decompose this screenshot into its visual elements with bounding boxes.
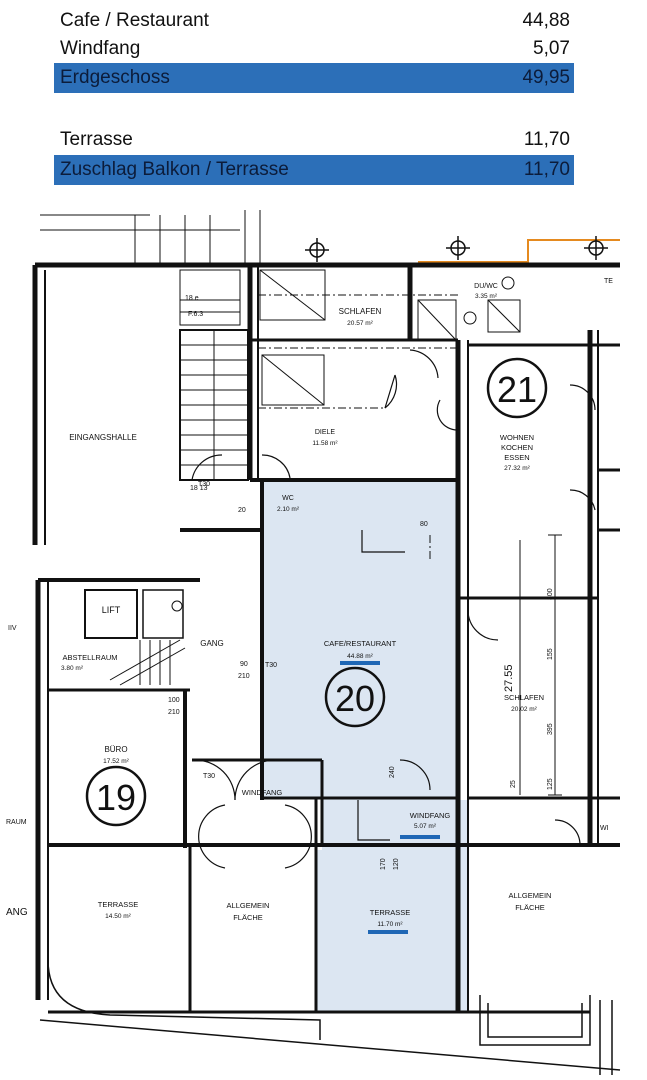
edge-ang: ANG bbox=[6, 907, 28, 918]
room-label-schlafen-top: SCHLAFEN bbox=[339, 307, 382, 316]
dim-25: 25 bbox=[510, 780, 517, 788]
mark-t30: T30 bbox=[265, 662, 277, 669]
room-area-schlafen-right: 20.02 m² bbox=[511, 706, 537, 713]
summary-row-erdgeschoss-total: Erdgeschoss 49,95 bbox=[54, 63, 574, 93]
room-area-wc: 2.10 m² bbox=[277, 506, 300, 513]
label-18: 18 e bbox=[185, 295, 199, 302]
guide-lines bbox=[258, 294, 460, 560]
room-label-lift: LIFT bbox=[102, 605, 121, 615]
room-label-windfang-center: WINDFANG bbox=[410, 811, 451, 820]
dim-20: 20 bbox=[238, 507, 246, 514]
room-area-terrasse-left: 14.50 m² bbox=[105, 913, 131, 920]
light-symbols bbox=[305, 236, 608, 262]
room-label-wohnen-1: WOHNEN bbox=[500, 433, 534, 442]
summary-row-balkon-terrasse-total: Zuschlag Balkon / Terrasse 11,70 bbox=[54, 155, 574, 185]
room-area-wohnen: 27.32 m² bbox=[504, 465, 530, 472]
dim-120: 120 bbox=[393, 858, 400, 870]
edge-wi: WI bbox=[600, 825, 609, 832]
dim-210: 210 bbox=[238, 673, 250, 680]
dim-210b: 210 bbox=[168, 709, 180, 716]
top-structures bbox=[40, 210, 521, 406]
room-area-windfang-center: 5.07 m² bbox=[414, 823, 437, 830]
room-label-terrasse-center: TERRASSE bbox=[370, 908, 410, 917]
staircase-lower bbox=[109, 639, 186, 686]
dim-155: 155 bbox=[547, 648, 554, 660]
room-area-buero: 17.52 m² bbox=[103, 758, 129, 765]
summary-label: Erdgeschoss bbox=[60, 67, 170, 88]
dim-125: 125 bbox=[547, 778, 554, 790]
summary-value: 5,07 bbox=[533, 38, 570, 59]
summary-row-cafe: Cafe / Restaurant 44,88 bbox=[54, 6, 574, 36]
dim-80: 80 bbox=[420, 521, 428, 528]
summary-row-windfang: Windfang 5,07 bbox=[54, 34, 574, 64]
room-label-schlafen-right: SCHLAFEN bbox=[504, 693, 544, 702]
summary-row-terrasse: Terrasse 11,70 bbox=[54, 125, 574, 155]
mark-t30: T30 bbox=[203, 773, 215, 780]
room-area-abstellraum: 3.80 m² bbox=[61, 665, 84, 672]
summary-value: 44,88 bbox=[522, 10, 570, 31]
room-label-diele: DIELE bbox=[315, 429, 336, 436]
edge-iv: IIV bbox=[8, 625, 17, 632]
unit-21-circle bbox=[486, 357, 548, 419]
edge-raum: RAUM bbox=[6, 819, 27, 826]
dim-395: 395 bbox=[547, 723, 554, 735]
room-label-eingangshalle: EINGANGSHALLE bbox=[69, 433, 137, 442]
label-f63: F.6.3 bbox=[188, 311, 203, 318]
summary-value: 49,95 bbox=[522, 67, 570, 88]
summary-value: 11,70 bbox=[523, 129, 570, 150]
room-label-wohnen-3: ESSEN bbox=[504, 453, 529, 462]
room-label-allgemein-left-1: ALLGEMEIN bbox=[227, 901, 270, 910]
room-label-wc: WC bbox=[282, 495, 294, 502]
room-label-allgemein-left-2: FLÄCHE bbox=[233, 913, 263, 922]
dim-2755: 27.55 bbox=[503, 664, 515, 692]
room-area-cafe: 44.88 m² bbox=[347, 653, 373, 660]
room-label-windfang-left: WINDFANG bbox=[242, 788, 283, 797]
summary-label: Cafe / Restaurant bbox=[60, 10, 209, 31]
walls bbox=[32, 262, 620, 1014]
room-label-terrasse-left: TERRASSE bbox=[98, 900, 138, 909]
door-swings bbox=[191, 349, 596, 869]
room-label-abstellraum: ABSTELLRAUM bbox=[62, 653, 117, 662]
room-label-gang: GANG bbox=[200, 639, 224, 648]
unit-number-19: 19 bbox=[96, 777, 136, 818]
staircase bbox=[179, 329, 249, 481]
room-label-allgemein-right-1: ALLGEMEIN bbox=[509, 891, 552, 900]
room-area-schlafen-top: 20.57 m² bbox=[347, 320, 373, 327]
terrace-railing bbox=[39, 959, 621, 1075]
unit-19-circle bbox=[85, 765, 147, 827]
summary-label: Zuschlag Balkon / Terrasse bbox=[60, 159, 289, 180]
room-label-allgemein-right-2: FLÄCHE bbox=[515, 903, 545, 912]
accent-line bbox=[418, 239, 620, 263]
unit-number-20: 20 bbox=[335, 678, 375, 719]
room-label-duwc: DU/WC bbox=[474, 283, 498, 290]
unit-20-circle bbox=[324, 666, 386, 728]
dim-90: 90 bbox=[240, 661, 248, 668]
room-label-wohnen-2: KOCHEN bbox=[501, 443, 533, 452]
dim-240: 240 bbox=[389, 766, 396, 778]
lift-shaft bbox=[84, 589, 184, 639]
room-area-diele: 11.58 m² bbox=[312, 440, 338, 447]
unit-20-highlight bbox=[262, 480, 468, 1012]
label-1813: 18 13 bbox=[190, 485, 208, 492]
unit-number-21: 21 bbox=[497, 369, 537, 410]
floor-plan: 21 20 19 SCHLAFEN 20.57 m² DU/WC 3.35 m²… bbox=[6, 210, 621, 1075]
room-area-duwc: 3.35 m² bbox=[475, 293, 498, 300]
room-area-terrasse-center: 11.70 m² bbox=[377, 921, 403, 928]
dim-100: 100 bbox=[168, 697, 180, 704]
summary-value: 11,70 bbox=[523, 159, 570, 180]
mark-t30: T30 bbox=[198, 481, 210, 488]
dimension-lines bbox=[519, 534, 562, 796]
dim-300: 300 bbox=[547, 588, 554, 600]
dim-170: 170 bbox=[380, 858, 387, 870]
area-underlines bbox=[340, 661, 440, 934]
room-label-buero: BÜRO bbox=[104, 745, 127, 754]
summary-label: Terrasse bbox=[60, 129, 133, 150]
summary-label: Windfang bbox=[60, 38, 141, 59]
edge-te: TE bbox=[604, 278, 613, 285]
room-label-cafe: CAFE/RESTAURANT bbox=[324, 639, 397, 648]
